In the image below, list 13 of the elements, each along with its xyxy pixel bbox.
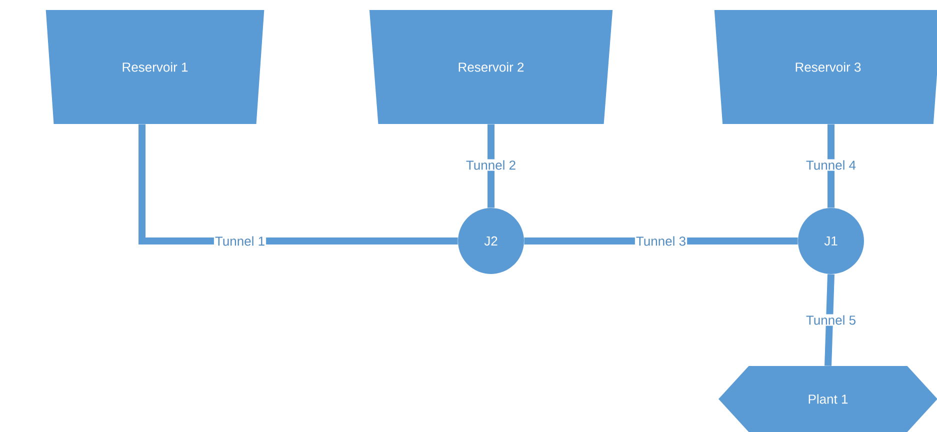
edge-label: Tunnel 2 (464, 159, 518, 171)
edge-label: Tunnel 4 (804, 159, 858, 171)
plant-hexagon: Plant 1 (718, 366, 937, 432)
edge-label: Tunnel 1 (214, 235, 266, 247)
tunnel-line (138, 124, 458, 244)
edge-label: Tunnel 3 (634, 235, 688, 247)
reservoir-trapezoid: Reservoir 1 (46, 10, 264, 124)
edge-label: Tunnel 5 (804, 314, 858, 326)
tunnel-line (824, 274, 834, 366)
tunnel-line (828, 124, 834, 208)
tunnel-line (488, 124, 494, 208)
reservoir-trapezoid: Reservoir 3 (714, 10, 937, 124)
reservoir-trapezoid: Reservoir 2 (369, 10, 613, 124)
